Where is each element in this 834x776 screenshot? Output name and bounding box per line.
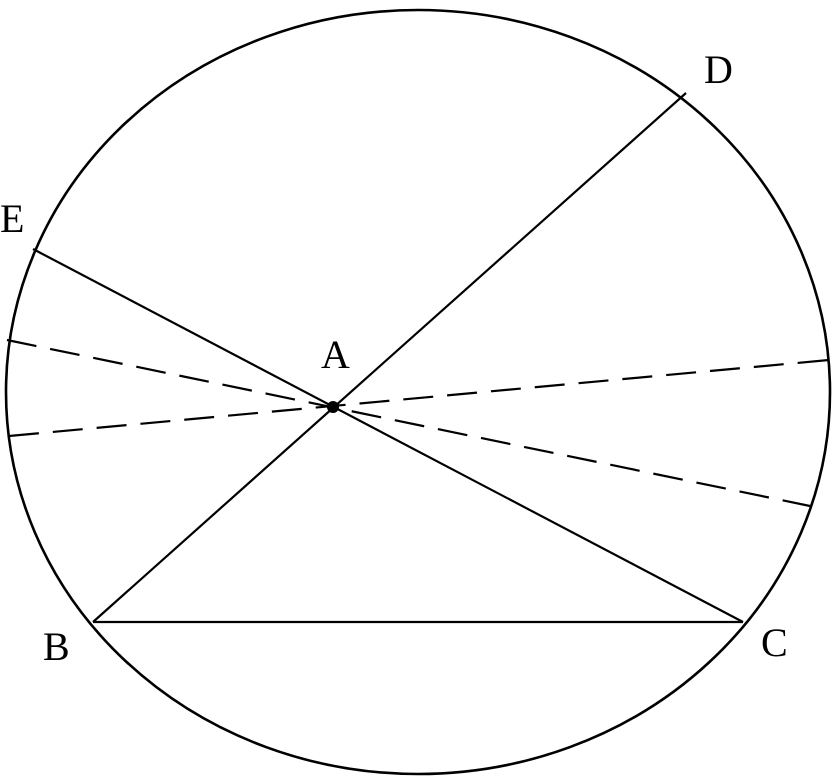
dashed-line-lower-left-to-upper-right xyxy=(8,358,830,438)
line-b-a-d xyxy=(92,92,687,623)
dashed-line-upper-left-to-lower-right xyxy=(6,338,811,508)
label-c: C xyxy=(761,620,788,665)
label-a: A xyxy=(321,332,350,377)
label-e: E xyxy=(0,196,24,241)
outer-circle xyxy=(4,8,832,776)
label-d: D xyxy=(704,47,733,92)
point-a-dot xyxy=(327,401,339,413)
label-b: B xyxy=(43,624,70,669)
line-e-a-c xyxy=(32,248,744,623)
